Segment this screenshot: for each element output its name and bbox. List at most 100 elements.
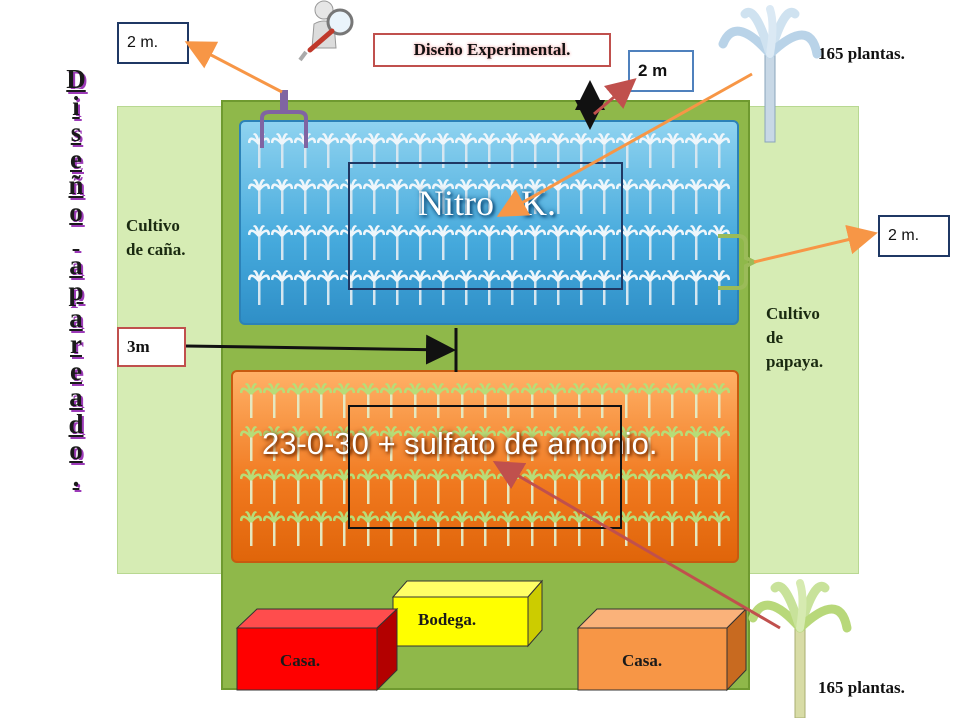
papaya-plant-small-icon bbox=[685, 269, 708, 315]
papaya-plant-small-icon bbox=[408, 224, 431, 270]
banana-plant-small-icon bbox=[590, 425, 614, 468]
banana-plant-small-icon bbox=[356, 425, 379, 468]
papaya-plant-small-icon bbox=[477, 132, 500, 178]
banana-plant-small-icon bbox=[544, 510, 567, 553]
side-title-letter: s bbox=[70, 117, 82, 147]
banana-plant-small-icon bbox=[309, 468, 332, 511]
banana-plant-small-icon bbox=[262, 382, 286, 425]
papaya-plant-small-icon bbox=[593, 224, 616, 270]
plant-grid-top bbox=[247, 132, 731, 315]
plot-bottom-label: 23-0-30 + sulfato de amonio. bbox=[262, 426, 658, 461]
papaya-plant-small-icon bbox=[685, 178, 708, 224]
left-crop-label: Cultivo de caña. bbox=[126, 214, 186, 262]
papaya-plant-small-icon bbox=[454, 269, 477, 315]
banana-plant-small-icon bbox=[356, 510, 379, 553]
banana-plant-small-icon bbox=[544, 468, 567, 511]
house-right-building bbox=[576, 607, 748, 692]
callout-top-center-text: 2 m bbox=[638, 61, 668, 80]
papaya-plant-small-icon bbox=[547, 132, 570, 178]
papaya-plant-small-icon bbox=[639, 178, 662, 224]
papaya-plant-small-icon bbox=[454, 178, 477, 224]
banana-plant-small-icon bbox=[637, 382, 660, 425]
papaya-plant-small-icon bbox=[454, 224, 477, 270]
banana-plant-small-icon bbox=[450, 510, 473, 553]
banana-plant-small-icon bbox=[614, 425, 637, 468]
side-title-letter: a bbox=[69, 249, 83, 280]
banana-plant-small-icon bbox=[637, 510, 660, 553]
banana-plant-small-icon bbox=[239, 425, 262, 468]
house-left-building bbox=[235, 607, 399, 692]
arrow-plant-bottom bbox=[492, 460, 781, 630]
storage-building bbox=[391, 579, 544, 648]
side-title-letter: . bbox=[72, 461, 80, 492]
papaya-plant-small-icon bbox=[270, 178, 293, 224]
sample-area-top bbox=[348, 162, 623, 290]
papaya-plant-small-icon bbox=[524, 269, 547, 315]
banana-plant-small-icon bbox=[544, 425, 567, 468]
papaya-plant-small-icon bbox=[639, 269, 662, 315]
banana-plant-small-icon bbox=[380, 468, 403, 511]
papaya-plant-small-icon bbox=[639, 224, 662, 270]
side-title-letter: o bbox=[69, 196, 83, 227]
banana-plant-small-icon bbox=[473, 510, 496, 553]
banana-plant-small-icon bbox=[450, 468, 473, 511]
papaya-plant-small-icon bbox=[708, 178, 731, 224]
diagram-title: Diseño Experimental. bbox=[373, 33, 611, 67]
papaya-plant-small-icon bbox=[570, 269, 593, 315]
papaya-plant-icon bbox=[718, 5, 822, 143]
papaya-plant-small-icon bbox=[570, 178, 593, 224]
banana-plant-small-icon bbox=[333, 382, 356, 425]
plot-fertilizer bbox=[231, 370, 739, 563]
banana-plant-small-icon bbox=[380, 425, 403, 468]
banana-plant-small-icon bbox=[708, 425, 731, 468]
house-left-label: Casa. bbox=[280, 651, 321, 670]
left-crop-line1: Cultivo bbox=[126, 216, 180, 235]
banana-plant-small-icon bbox=[239, 382, 262, 425]
plant-count-top: 165 plantas. bbox=[818, 44, 905, 63]
papaya-plant-small-icon bbox=[547, 269, 570, 315]
papaya-plant-small-icon bbox=[270, 224, 293, 270]
papaya-plant-small-icon bbox=[662, 269, 685, 315]
banana-plant-small-icon bbox=[684, 510, 707, 553]
banana-plant-small-icon bbox=[614, 382, 637, 425]
papaya-plant-small-icon bbox=[547, 224, 570, 270]
papaya-plant-small-icon bbox=[385, 269, 408, 315]
banana-plant-small-icon bbox=[520, 510, 543, 553]
banana-plant-small-icon bbox=[262, 468, 286, 511]
banana-plant-small-icon bbox=[286, 468, 309, 511]
right-crop-band bbox=[738, 106, 859, 574]
banana-plant-small-icon bbox=[380, 510, 403, 553]
papaya-plant-small-icon bbox=[662, 178, 685, 224]
callout-top-left: 2 m. bbox=[117, 22, 189, 64]
papaya-plant-small-icon bbox=[570, 132, 593, 178]
banana-plant-small-icon bbox=[333, 468, 356, 511]
arrow-right bbox=[753, 224, 878, 264]
papaya-plant-small-icon bbox=[270, 269, 293, 315]
banana-plant-small-icon bbox=[239, 510, 262, 553]
papaya-plant-small-icon bbox=[293, 269, 316, 315]
papaya-plant-small-icon bbox=[431, 224, 454, 270]
papaya-plant-small-icon bbox=[270, 132, 293, 178]
right-crop-line3: papaya. bbox=[766, 352, 824, 371]
banana-plant-small-icon bbox=[286, 382, 309, 425]
banana-plant-small-icon bbox=[286, 425, 309, 468]
papaya-plant-small-icon bbox=[316, 224, 339, 270]
papaya-plant-small-icon bbox=[293, 178, 316, 224]
banana-plant-small-icon bbox=[497, 510, 520, 553]
banana-plant-small-icon bbox=[637, 468, 660, 511]
papaya-plant-small-icon bbox=[339, 178, 362, 224]
papaya-plant-small-icon bbox=[247, 269, 270, 315]
side-title-letter: D bbox=[66, 64, 86, 94]
banana-plant-small-icon bbox=[356, 468, 379, 511]
banana-plant-small-icon bbox=[309, 425, 332, 468]
papaya-plant-small-icon bbox=[501, 132, 524, 178]
banana-plant-small-icon bbox=[567, 468, 590, 511]
papaya-plant-small-icon bbox=[247, 224, 270, 270]
papaya-plant-small-icon bbox=[408, 132, 431, 178]
papaya-plant-small-icon bbox=[431, 178, 454, 224]
callout-top-center: 2 m bbox=[628, 50, 694, 92]
arrow-top-center bbox=[593, 78, 637, 116]
arrow-plant-top bbox=[496, 72, 753, 217]
papaya-plant-small-icon bbox=[477, 178, 500, 224]
